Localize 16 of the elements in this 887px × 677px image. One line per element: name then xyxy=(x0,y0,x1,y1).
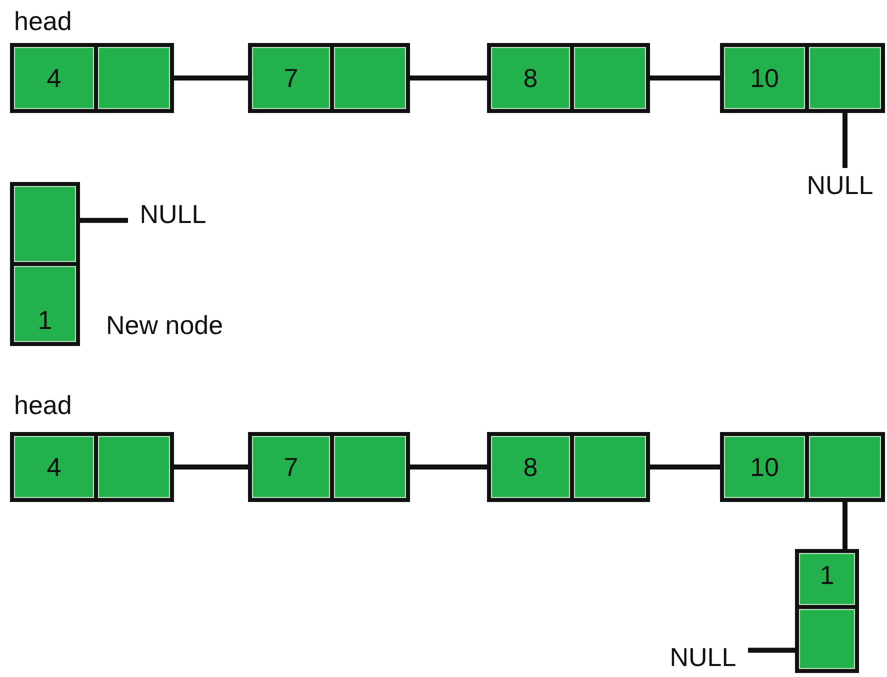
null-label: NULL xyxy=(658,640,748,674)
connector-line xyxy=(80,218,128,223)
connector-line xyxy=(410,464,487,470)
null-label: NULL xyxy=(128,198,218,230)
connector-line xyxy=(174,464,248,470)
connector-line xyxy=(174,76,248,80)
node-caption: New node xyxy=(106,312,224,338)
connector-line xyxy=(748,648,795,653)
head-label: head xyxy=(14,392,72,418)
null-label: NULL xyxy=(795,168,885,202)
connector-line xyxy=(842,113,848,168)
connector-line xyxy=(650,76,720,80)
connector-line xyxy=(410,76,487,80)
head-label: head xyxy=(14,8,72,34)
connector-line xyxy=(842,502,848,549)
connector-line xyxy=(650,464,720,470)
